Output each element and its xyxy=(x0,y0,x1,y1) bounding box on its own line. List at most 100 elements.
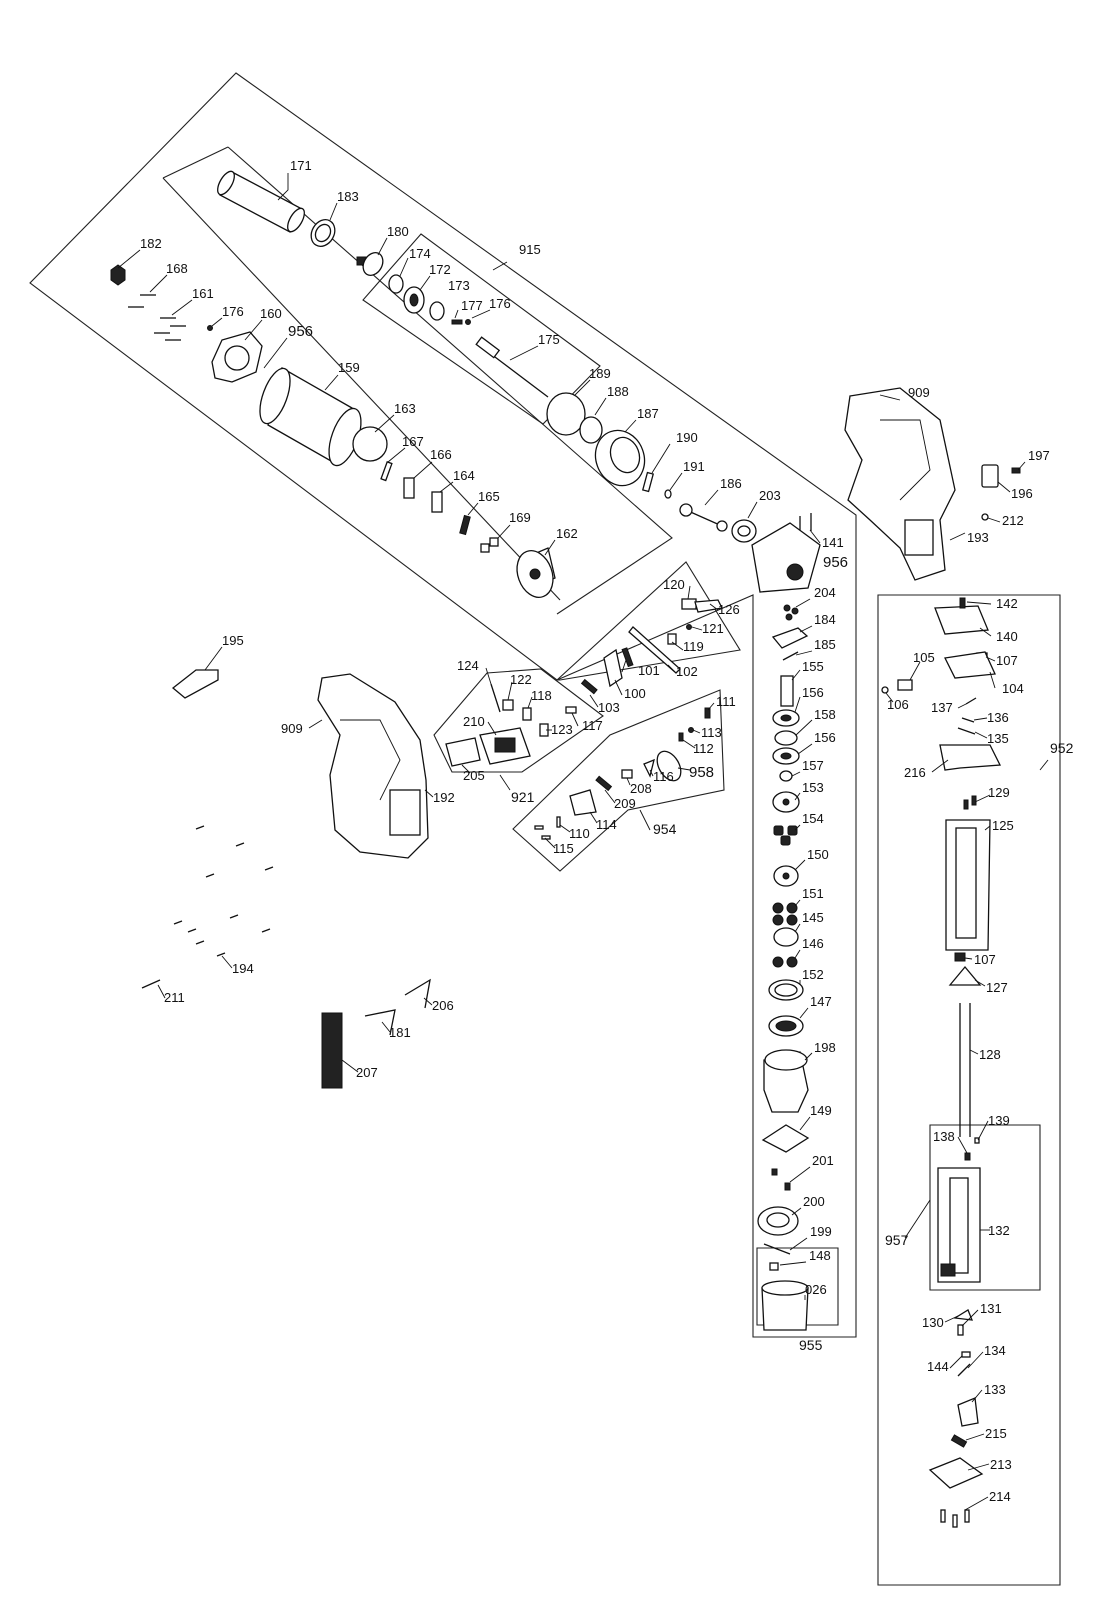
label-122: 122 xyxy=(510,672,532,687)
label-196: 196 xyxy=(1011,486,1033,501)
label-131: 131 xyxy=(980,1301,1002,1316)
part-211-bolt xyxy=(141,979,161,989)
label-157: 157 xyxy=(802,758,824,773)
label-104: 104 xyxy=(1002,681,1024,696)
label-176a: 176 xyxy=(489,296,511,311)
label-165: 165 xyxy=(478,489,500,504)
part-gearbox-956 xyxy=(751,522,821,593)
part-135-pin xyxy=(957,727,976,735)
part-124-wire xyxy=(490,683,501,713)
label-187: 187 xyxy=(637,406,659,421)
label-026: 026 xyxy=(805,1282,827,1297)
label-164: 164 xyxy=(453,468,475,483)
label-172: 172 xyxy=(429,262,451,277)
label-114: 114 xyxy=(596,817,617,832)
label-140: 140 xyxy=(996,629,1018,644)
label-909b: 909 xyxy=(281,721,303,736)
part-197-screw xyxy=(1011,467,1021,474)
part-110-pin xyxy=(556,816,561,828)
label-166: 166 xyxy=(430,447,452,462)
label-201: 201 xyxy=(812,1153,834,1168)
label-204: 204 xyxy=(814,585,836,600)
label-180: 180 xyxy=(387,224,409,239)
part-176a-ball xyxy=(465,319,471,325)
group-955-outline xyxy=(756,1247,839,1326)
label-113: 113 xyxy=(701,725,722,740)
part-140-plate xyxy=(934,605,989,635)
label-212: 212 xyxy=(1002,513,1024,528)
part-150-carrier xyxy=(773,865,799,887)
label-136: 136 xyxy=(987,710,1009,725)
label-176b: 176 xyxy=(222,304,244,319)
label-188: 188 xyxy=(607,384,629,399)
part-175-rod xyxy=(475,336,549,398)
label-206: 206 xyxy=(432,998,454,1013)
label-128: 128 xyxy=(979,1047,1001,1062)
label-195: 195 xyxy=(222,633,244,648)
label-207: 207 xyxy=(356,1065,378,1080)
part-142-screw xyxy=(959,597,966,609)
part-209-spring xyxy=(595,775,613,792)
part-165-spring xyxy=(459,514,471,536)
label-174: 174 xyxy=(409,246,431,261)
part-122-contact xyxy=(502,699,514,711)
label-211: 211 xyxy=(164,990,185,1005)
part-162-rotor xyxy=(516,547,556,598)
part-149-plate xyxy=(761,1124,810,1153)
part-125-magazine xyxy=(945,819,991,951)
part-130-clip xyxy=(953,1309,974,1321)
part-151-planets xyxy=(772,902,798,926)
label-209: 209 xyxy=(614,796,636,811)
label-216: 216 xyxy=(904,765,926,780)
label-185: 185 xyxy=(814,637,836,652)
part-187-cylinder-head xyxy=(594,429,646,487)
part-119-clip xyxy=(667,633,677,645)
label-169: 169 xyxy=(509,510,531,525)
part-167-spring-plate xyxy=(380,461,393,482)
label-160: 160 xyxy=(260,306,282,321)
label-200: 200 xyxy=(803,1194,825,1209)
part-121-ball xyxy=(686,624,692,630)
part-195-clip xyxy=(171,669,219,699)
part-161-screws xyxy=(154,317,186,341)
leader-lines xyxy=(117,173,1049,1511)
part-156a-bearing xyxy=(772,709,800,727)
part-144-pin xyxy=(961,1351,971,1358)
part-154-planets xyxy=(773,825,798,846)
label-145: 145 xyxy=(802,910,824,925)
part-158-gear xyxy=(774,730,798,746)
label-102: 102 xyxy=(676,664,698,679)
group-957-outline xyxy=(929,1124,1041,1291)
label-124: 124 xyxy=(457,658,479,673)
label-163: 163 xyxy=(394,401,416,416)
label-184: 184 xyxy=(814,612,836,627)
label-193: 193 xyxy=(967,530,989,545)
label-127: 127 xyxy=(986,980,1008,995)
part-173-oring xyxy=(429,301,445,321)
label-154: 154 xyxy=(802,811,824,826)
label-192: 192 xyxy=(433,790,455,805)
part-137-pin xyxy=(965,697,977,705)
part-203-bearing xyxy=(731,519,757,543)
label-215: 215 xyxy=(985,1426,1007,1441)
part-127-guide xyxy=(948,965,982,986)
label-126: 126 xyxy=(718,602,740,617)
label-101: 101 xyxy=(638,663,660,678)
label-158: 158 xyxy=(814,707,836,722)
part-216-bracket xyxy=(939,744,1002,771)
part-116-clip xyxy=(643,758,655,778)
label-177: 177 xyxy=(461,298,483,313)
label-191: 191 xyxy=(683,459,705,474)
label-915: 915 xyxy=(519,242,541,257)
label-189: 189 xyxy=(589,366,611,381)
part-102-rod xyxy=(628,626,681,674)
label-156b: 156 xyxy=(814,730,836,745)
part-210-switch xyxy=(479,727,531,765)
label-116: 116 xyxy=(653,769,674,784)
label-147: 147 xyxy=(810,994,832,1009)
label-171: 171 xyxy=(290,158,312,173)
part-194-screws xyxy=(173,825,274,957)
part-159-motor-housing xyxy=(259,367,362,467)
part-134-pin xyxy=(957,1363,971,1377)
